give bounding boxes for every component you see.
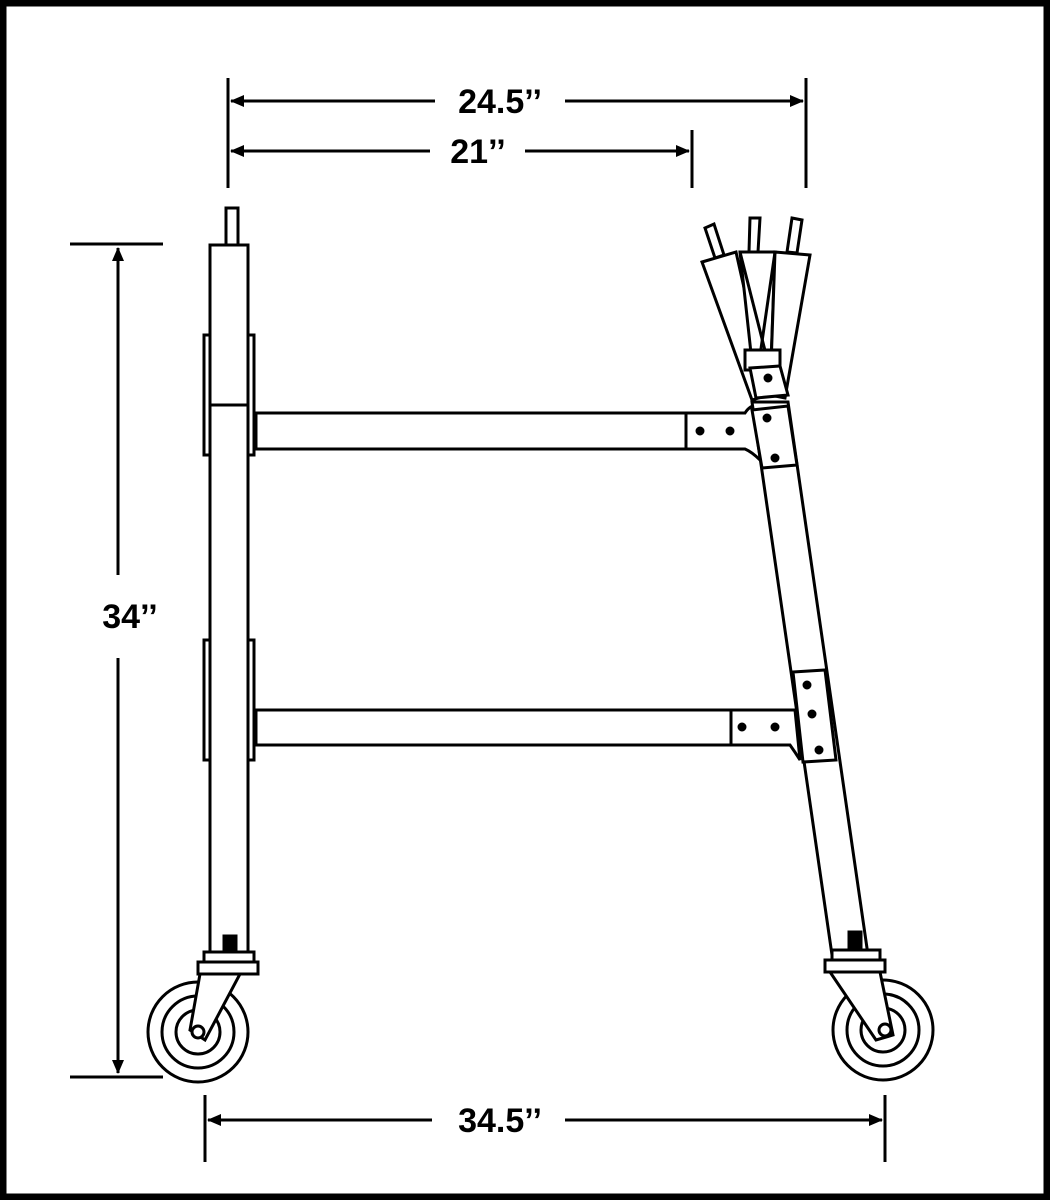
left-post bbox=[202, 206, 256, 957]
right-leg bbox=[750, 400, 870, 957]
right-caster-wheel bbox=[823, 930, 935, 1082]
dimension-label-base-width: 34.5’’ bbox=[458, 1102, 542, 1140]
dimension-label-top-overall: 24.5’’ bbox=[458, 83, 542, 121]
dimension-top-inner bbox=[230, 130, 694, 188]
left-caster-wheel bbox=[146, 934, 260, 1084]
top-right-fan-bracket bbox=[700, 216, 812, 402]
dimension-label-height: 34’’ bbox=[102, 598, 157, 636]
dimension-base-width bbox=[203, 1095, 887, 1162]
dimension-top-overall bbox=[226, 78, 808, 188]
upper-crossbar bbox=[254, 403, 762, 464]
dimension-height bbox=[70, 242, 163, 1079]
lower-crossbar bbox=[254, 708, 802, 761]
dimension-label-top-inner: 21’’ bbox=[450, 133, 505, 171]
